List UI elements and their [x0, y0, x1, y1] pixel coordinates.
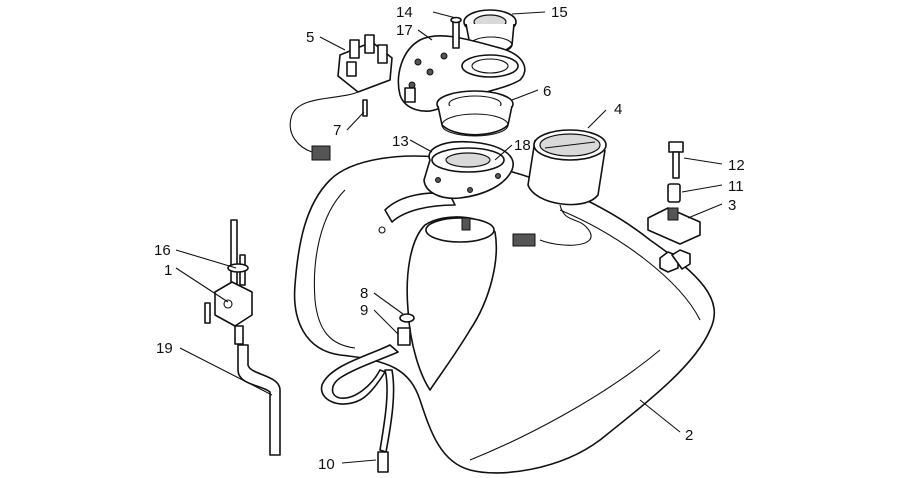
- callout-5: 5: [306, 29, 314, 46]
- callout-7: 7: [333, 122, 341, 139]
- callout-2: 2: [685, 427, 693, 444]
- bracket-3: [647, 207, 701, 245]
- screw-14: [450, 16, 462, 49]
- fuel-gauge: [512, 129, 607, 247]
- callout-17: 17: [396, 22, 413, 39]
- callout-6: 6: [543, 83, 551, 100]
- drain-hose: [320, 313, 415, 473]
- callout-15: 15: [551, 4, 568, 21]
- callout-4: 4: [614, 101, 622, 118]
- callout-10: 10: [318, 456, 335, 473]
- sender-unit: [289, 34, 393, 161]
- callout-8: 8: [360, 285, 368, 302]
- callout-9: 9: [360, 302, 368, 319]
- bolt-12: [668, 141, 684, 179]
- fuel-tank: [293, 155, 716, 474]
- callout-18: 18: [514, 137, 531, 154]
- spacer-11: [667, 183, 681, 203]
- callout-3: 3: [728, 197, 736, 214]
- callout-16: 16: [154, 242, 171, 259]
- callout-11: 11: [728, 178, 744, 195]
- callout-19: 19: [156, 340, 173, 357]
- gasket-6: [436, 90, 514, 137]
- ring-13-18: [423, 140, 514, 200]
- fuel-tap: [204, 219, 281, 456]
- cap-flange: [397, 35, 526, 112]
- callout-12: 12: [728, 157, 745, 174]
- callout-13: 13: [392, 133, 409, 150]
- callout-14: 14: [396, 4, 413, 21]
- callout-1: 1: [164, 262, 172, 279]
